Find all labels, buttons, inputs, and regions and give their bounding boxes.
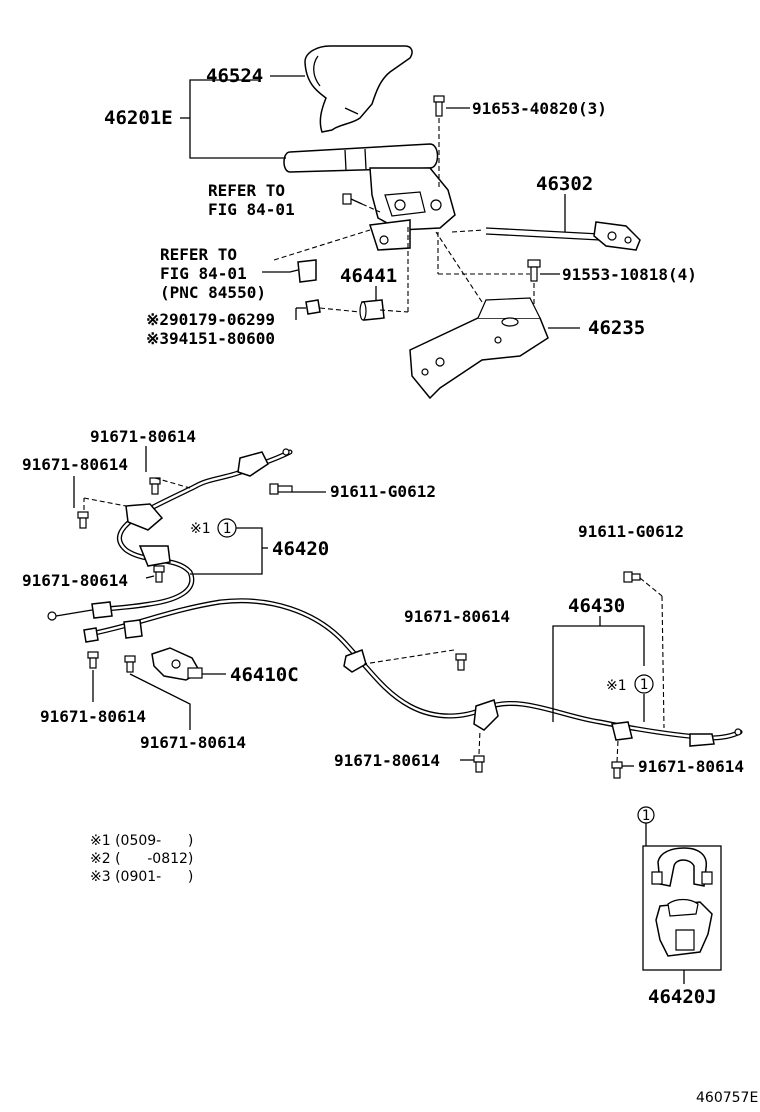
svg-text:1: 1: [223, 521, 231, 537]
label-91671-80614-g: 91671-80614: [334, 751, 440, 770]
label-46302: 46302: [536, 173, 593, 195]
bolts-cable-46420: [77, 477, 293, 583]
pin-46441-drawing: [359, 226, 409, 321]
cable-guide-46410C-drawing: [151, 647, 203, 681]
label-refer-to-2: REFER TO: [160, 245, 237, 264]
bolt-refer-1-drawing: [342, 193, 381, 213]
figure-code: 460757E: [696, 1090, 758, 1106]
label-91611-G0612-a: 91611-G0612: [330, 482, 436, 501]
bracket-46235-drawing: [409, 231, 549, 400]
label-91671-80614-e: 91671-80614: [40, 707, 146, 726]
leader-lines-top: [180, 75, 580, 329]
bolt-91653-drawing: [433, 95, 445, 190]
label-91653-40820: 91653-40820(3): [472, 99, 607, 118]
label-91671-80614-b: 91671-80614: [22, 455, 128, 474]
bolts-cable-46430: [87, 571, 665, 779]
label-46201E: 46201E: [104, 107, 173, 129]
cable-46420-drawing: [47, 448, 293, 621]
label-94151-80600: ※394151-80600: [146, 329, 275, 348]
label-refer-to-1: REFER TO: [208, 181, 285, 200]
label-46524: 46524: [206, 65, 263, 87]
circle-1-detail-number: 1: [642, 808, 650, 824]
svg-text:1: 1: [640, 677, 648, 693]
cable-46430-drawing: [83, 598, 743, 747]
lever-cover-46524-drawing: [304, 45, 413, 133]
label-91611-G0612-b: 91611-G0612: [578, 522, 684, 541]
leader-lines-lower: [73, 446, 645, 767]
label-91671-80614-a: 91671-80614: [90, 427, 196, 446]
label-90179-06299: ※290179-06299: [146, 310, 275, 329]
label-46420: 46420: [272, 538, 329, 560]
note-2: ※2 ( -0812): [90, 851, 193, 867]
rod-46302-drawing: [451, 221, 641, 251]
label-91553-10818: 91553-10818(4): [562, 265, 697, 284]
note-1: ※1 (0509- ): [90, 833, 193, 849]
label-91671-80614-c: 91671-80614: [22, 571, 128, 590]
circle-1-cable-46430: 1: [634, 674, 654, 694]
label-46420J: 46420J: [648, 986, 717, 1008]
label-46430: 46430: [568, 595, 625, 617]
label-pnc-84550: (PNC 84550): [160, 283, 266, 302]
clip-refer-2-drawing: [273, 229, 371, 283]
detail-46420J-drawing: 1: [637, 806, 722, 984]
label-46441: 46441: [340, 265, 397, 287]
bolt-91553-drawing: [437, 232, 541, 318]
mark-1-a: ※1: [190, 521, 211, 537]
label-91671-80614-f: 91671-80614: [140, 733, 246, 752]
label-46410C: 46410C: [230, 664, 299, 686]
lever-handle-46201E-drawing: [283, 143, 456, 251]
label-fig-84-01-1: FIG 84-01: [208, 200, 295, 219]
washer-90179-drawing: [305, 299, 361, 315]
mark-1-b: ※1: [606, 678, 627, 694]
label-91671-80614-d: 91671-80614: [404, 607, 510, 626]
label-91671-80614-h: 91671-80614: [638, 757, 744, 776]
label-fig-84-01-2: FIG 84-01: [160, 264, 247, 283]
detail-box: [642, 845, 722, 971]
label-46235: 46235: [588, 317, 645, 339]
note-3: ※3 (0901- ): [90, 869, 193, 885]
circle-1-cable-46420: 1: [217, 518, 237, 538]
